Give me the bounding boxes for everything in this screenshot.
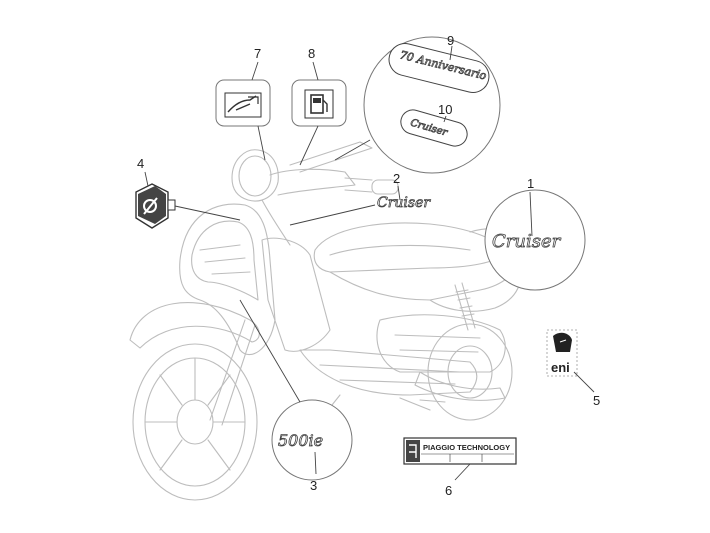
shield-script-text: Cruiser xyxy=(377,195,431,211)
callout-6: 6 xyxy=(445,483,452,498)
callout-1: 1 xyxy=(527,176,534,191)
callout-2: 2 xyxy=(393,171,400,186)
callout-4: 4 xyxy=(137,156,144,171)
part-7-warning-decal: 7 xyxy=(215,46,271,161)
part-4-piaggio-logo-badge: 4 xyxy=(135,156,241,229)
part-5-eni-decal: eni 5 xyxy=(546,329,600,408)
part-3-model-badge: 500ie 3 xyxy=(239,299,353,493)
callout-7: 7 xyxy=(254,46,261,61)
callout-3: 3 xyxy=(310,478,317,493)
parts-9-10-detail-circle: 70 Anniversario 9 Cruiser 10 xyxy=(334,33,501,174)
model-badge-text: 500ie xyxy=(278,431,323,450)
part-2-cruiser-shield-decal: Cruiser 2 xyxy=(289,171,432,226)
sponsor-text: eni xyxy=(551,360,570,375)
callout-5: 5 xyxy=(593,393,600,408)
callout-9: 9 xyxy=(447,33,454,48)
callout-8: 8 xyxy=(308,46,315,61)
scooter-outline xyxy=(129,141,523,501)
callout-10: 10 xyxy=(438,102,452,117)
fuel-pump-icon xyxy=(310,94,328,114)
side-script-text: Cruiser xyxy=(492,231,562,252)
part-6-piaggio-technology-plate: PIAGGIO TECHNOLOGY 6 xyxy=(403,437,517,498)
part-8-fuel-decal: 8 xyxy=(291,46,347,166)
plate-brand-text: PIAGGIO TECHNOLOGY xyxy=(423,443,510,452)
part-1-cruiser-side-decal: Cruiser 1 xyxy=(484,176,586,291)
